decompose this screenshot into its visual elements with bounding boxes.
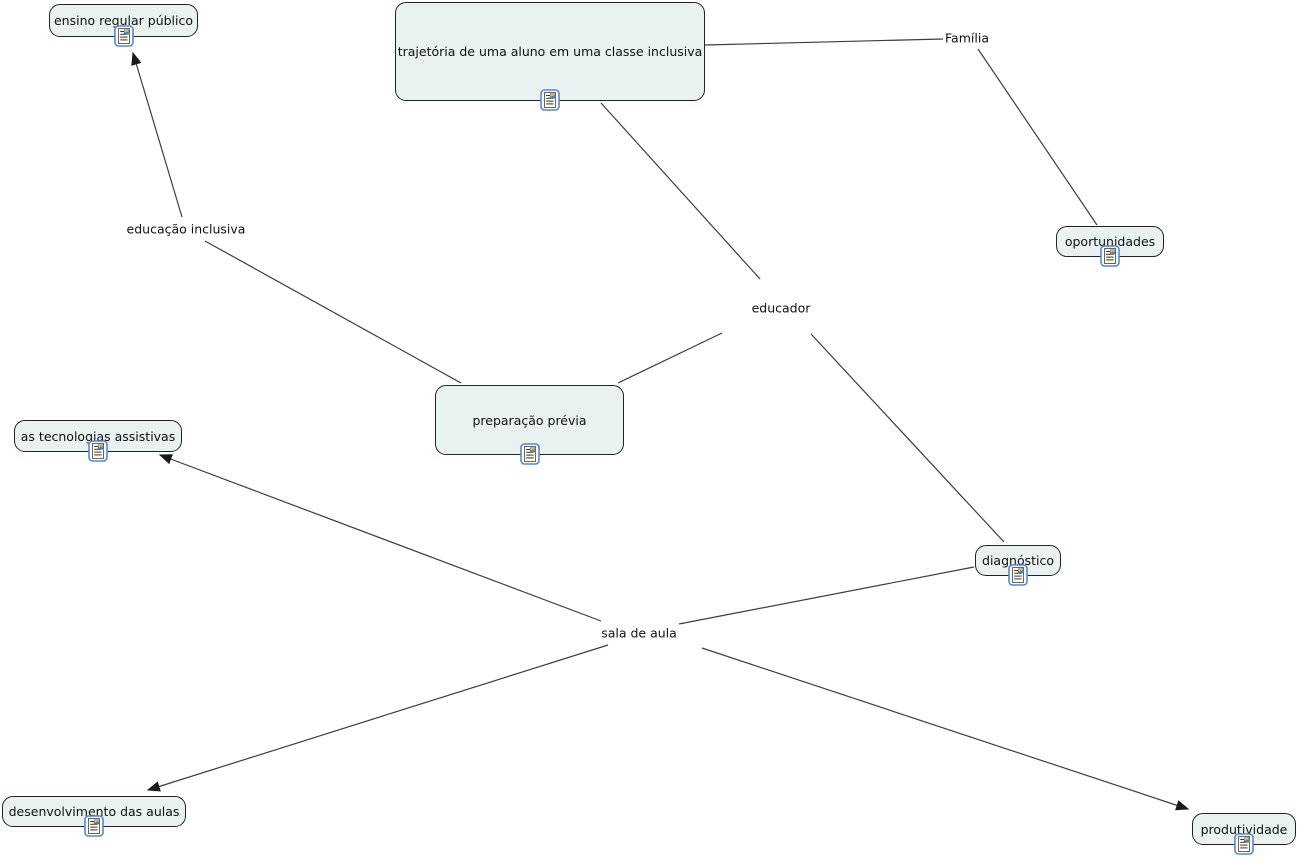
edge-sala-produtividade xyxy=(701,647,1190,811)
edge-sala-desenvolvimento xyxy=(146,644,609,792)
node-produtividade[interactable]: produtividade xyxy=(1192,813,1296,855)
phrase-familia[interactable]: Família xyxy=(945,31,989,46)
resource-icon[interactable] xyxy=(1234,833,1254,855)
node-preparacao-previa[interactable]: preparação prévia xyxy=(435,385,624,465)
resource-icon[interactable] xyxy=(84,815,104,837)
edge-trajetoria-familia xyxy=(704,38,944,46)
resource-icon[interactable] xyxy=(519,443,540,465)
edge-familia-oportunidades xyxy=(977,48,1098,226)
phrase-familia-label: Família xyxy=(945,30,989,46)
node-diagnostico[interactable]: diagnóstico xyxy=(975,545,1061,586)
phrase-sala-de-aula-label: sala de aula xyxy=(601,625,677,641)
edge-trajetoria-educador xyxy=(600,102,761,280)
node-desenvolvimento-aulas[interactable]: desenvolvimento das aulas xyxy=(2,796,186,837)
edge-sala-diagnostico xyxy=(678,566,975,625)
phrase-educacao-inclusiva-label: educação inclusiva xyxy=(126,221,246,237)
node-tecnologias-assistivas[interactable]: as tecnologias assistivas xyxy=(14,420,182,462)
phrase-educador-label: educador xyxy=(751,300,811,316)
node-preparacao-label: preparação prévia xyxy=(472,412,587,428)
resource-icon[interactable] xyxy=(88,440,108,462)
node-trajetoria[interactable]: trajetória de uma aluno em uma classe in… xyxy=(395,2,705,111)
node-trajetoria-label: trajetória de uma aluno em uma classe in… xyxy=(397,44,703,59)
node-oportunidades[interactable]: oportunidades xyxy=(1056,226,1164,267)
edge-sala-tecnologias xyxy=(158,454,602,622)
resource-icon[interactable] xyxy=(540,89,560,111)
resource-icon[interactable] xyxy=(1100,245,1120,267)
edge-educacao-inclusiva-preparacao xyxy=(204,240,462,384)
node-ensino-regular-publico[interactable]: ensino regular público xyxy=(49,4,198,47)
resource-icon[interactable] xyxy=(113,25,134,47)
phrase-educacao-inclusiva[interactable]: educação inclusiva xyxy=(127,222,246,237)
resource-icon[interactable] xyxy=(1008,564,1028,586)
phrase-educador[interactable]: educador xyxy=(752,301,811,316)
edge-educador-diagnostico xyxy=(810,333,1005,543)
edge-educacao-inclusiva-ensino xyxy=(131,51,183,218)
edge-educador-preparacao xyxy=(617,332,723,384)
phrase-sala-de-aula[interactable]: sala de aula xyxy=(601,626,677,641)
